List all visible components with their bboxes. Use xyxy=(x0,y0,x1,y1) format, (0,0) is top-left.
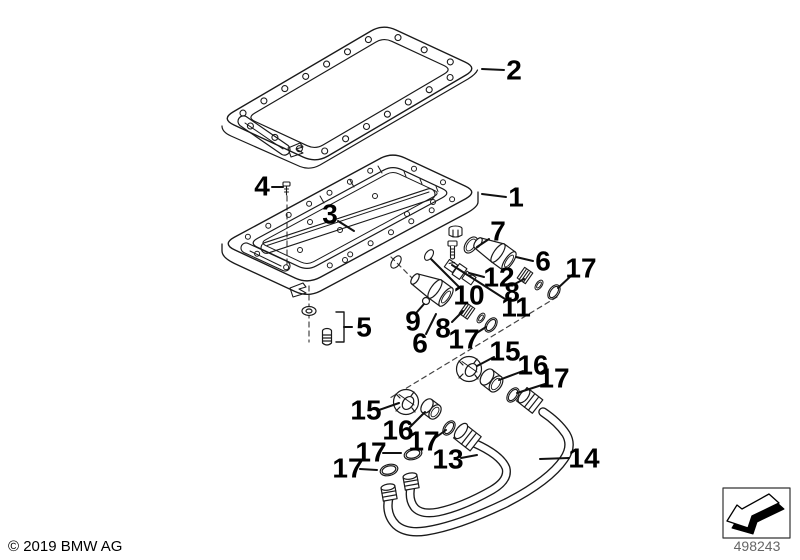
ring-left xyxy=(476,312,486,324)
callout-3[interactable]: 3 xyxy=(322,199,338,230)
leader-line xyxy=(451,310,464,323)
o-ring-17-upper-chain xyxy=(506,387,520,403)
union-nut-15-lower xyxy=(392,388,420,416)
leader-line xyxy=(416,303,425,313)
callout-17[interactable]: 17 xyxy=(565,253,596,284)
callout-1[interactable]: 1 xyxy=(508,182,524,213)
o-ring-17-left xyxy=(484,317,498,333)
callout-15[interactable]: 15 xyxy=(489,336,520,367)
bolt-nut-part-7 xyxy=(447,225,479,260)
leader-line xyxy=(474,326,487,335)
pan-wall-ribs xyxy=(319,165,439,204)
hose-13-end-fitting xyxy=(402,472,420,491)
leader-line xyxy=(481,68,505,71)
callout-14[interactable]: 14 xyxy=(568,443,600,474)
leader-line xyxy=(512,278,525,286)
callout-8[interactable]: 8 xyxy=(504,277,520,308)
leader-line xyxy=(515,256,534,262)
o-ring-17-lower-chain xyxy=(442,420,456,436)
o-ring-part-10 xyxy=(423,249,435,261)
cap-16-lower xyxy=(420,398,442,420)
leader-line xyxy=(409,411,426,428)
callout-8[interactable]: 8 xyxy=(435,313,451,344)
cone-fitting-6-left xyxy=(410,273,454,307)
drawing-number: 498243 xyxy=(733,538,781,554)
callout-2[interactable]: 2 xyxy=(506,55,522,86)
nut-part-8-left xyxy=(458,302,476,320)
leader-line xyxy=(359,468,378,471)
callout-16[interactable]: 16 xyxy=(382,415,413,446)
pan-floor-details xyxy=(297,193,436,263)
leader-line xyxy=(337,220,355,232)
hose-part-14 xyxy=(383,407,574,537)
callout-17[interactable]: 17 xyxy=(408,426,439,457)
callout-15[interactable]: 15 xyxy=(350,395,381,426)
callout-17[interactable]: 17 xyxy=(332,453,363,484)
hose-part-13 xyxy=(405,438,511,518)
hose-14-end-fitting xyxy=(380,483,398,502)
o-ring-17-bottom-b xyxy=(379,463,399,477)
callout-9[interactable]: 9 xyxy=(405,306,421,337)
leader-line xyxy=(430,258,460,288)
leader-line xyxy=(557,274,573,289)
callout-16[interactable]: 16 xyxy=(517,350,548,381)
leader-line xyxy=(460,454,478,459)
o-ring-17-right xyxy=(547,284,561,300)
callout-17[interactable]: 17 xyxy=(355,437,386,468)
copyright-text: © 2019 BMW AG xyxy=(8,538,123,555)
callout-17[interactable]: 17 xyxy=(448,324,479,355)
leader-line xyxy=(481,193,507,198)
callout-4[interactable]: 4 xyxy=(254,171,270,202)
fold-arrow-icon xyxy=(726,493,785,535)
gasket-part xyxy=(221,26,479,169)
leader-line xyxy=(516,383,546,394)
leader-line xyxy=(498,370,524,381)
callout-6[interactable]: 6 xyxy=(412,328,428,359)
ball-part-9 xyxy=(421,296,431,306)
leader-line xyxy=(378,402,400,411)
callout-13[interactable]: 13 xyxy=(432,444,463,475)
callout-6[interactable]: 6 xyxy=(535,246,551,277)
cone-fitting-6-right xyxy=(473,237,517,271)
leader-line xyxy=(468,272,485,278)
callout-17[interactable]: 17 xyxy=(538,363,569,394)
ring-right xyxy=(534,279,544,291)
union-nut-15-upper xyxy=(455,355,483,383)
screw-part-4 xyxy=(282,181,291,196)
o-ring-17-bottom-a xyxy=(403,447,423,461)
legend-box xyxy=(722,487,791,539)
hose-13-upper-fitting xyxy=(452,422,482,452)
leader-line xyxy=(434,429,447,439)
gasket-bolt-holes xyxy=(239,34,454,155)
leader-line xyxy=(451,264,506,300)
leader-line xyxy=(425,313,437,335)
leader-line xyxy=(476,238,490,248)
leader-line xyxy=(539,457,570,460)
callout-10[interactable]: 10 xyxy=(453,280,484,311)
callout-7[interactable]: 7 xyxy=(490,216,506,247)
callout-11[interactable]: 11 xyxy=(501,292,531,323)
oil-pan-part xyxy=(221,154,479,298)
callout-5[interactable]: 5 xyxy=(356,312,372,343)
leader-line xyxy=(476,356,495,367)
hose-14-upper-fitting xyxy=(515,386,544,414)
pan-bolt-holes xyxy=(244,165,456,271)
